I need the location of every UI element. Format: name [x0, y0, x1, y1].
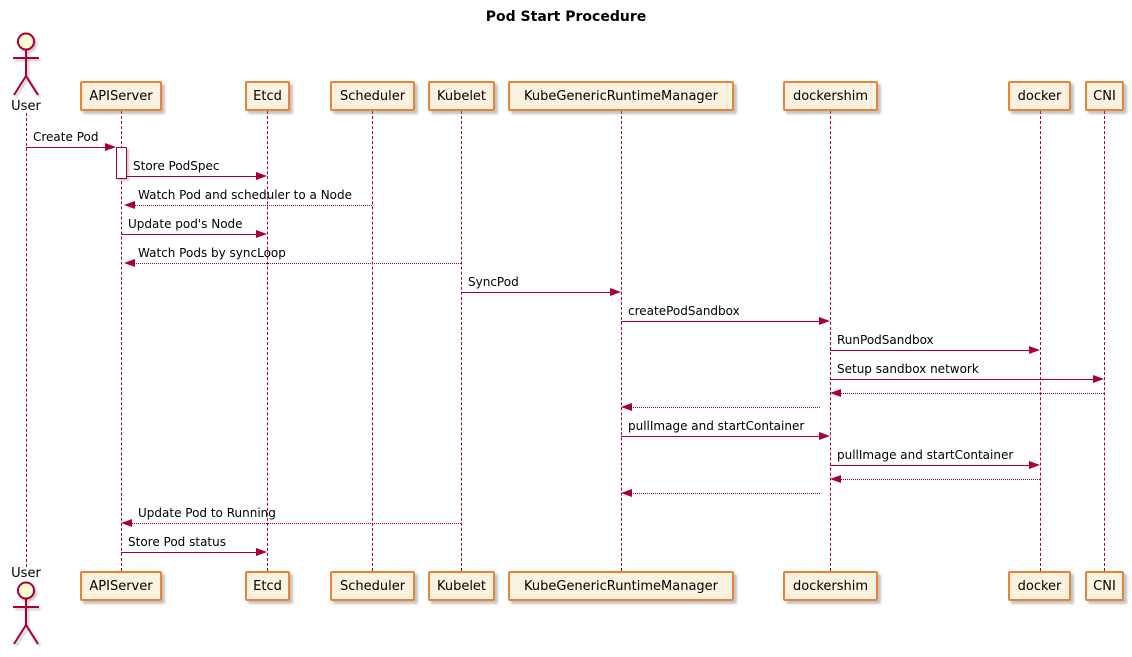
user-actor-label-top: User [11, 99, 41, 114]
participant-box-cni-top: CNI [1085, 81, 1124, 111]
message-store-podspec-line [127, 176, 257, 177]
participant-box-kubegenericruntimemanager-top: KubeGenericRuntimeManager [508, 81, 734, 111]
participant-box-scheduler-top: Scheduler [330, 81, 415, 111]
lifeline-dockershim [830, 111, 831, 571]
user-actor-icon-bottom [13, 581, 39, 645]
message-setup-sandbox-network-label: Setup sandbox network [837, 362, 979, 376]
message-return-dockershim-2-line [631, 493, 820, 494]
user-actor-icon-top [13, 32, 39, 96]
message-return-cni-line [840, 393, 1104, 394]
message-watch-pods-syncloop-label: Watch Pods by syncLoop [138, 246, 286, 260]
message-create-pod-label: Create Pod [33, 130, 99, 144]
message-return-dockershim-1-line [631, 407, 820, 408]
message-create-pod-line [26, 147, 106, 148]
message-update-pods-node-line [121, 234, 257, 235]
message-update-pod-running-label: Update Pod to Running [138, 506, 276, 520]
message-pullimage-startcontainer-2-label: pullImage and startContainer [837, 448, 1014, 462]
participant-box-scheduler-bottom: Scheduler [330, 571, 415, 601]
message-store-pod-status-label: Store Pod status [128, 535, 226, 549]
participant-box-apiserver-top: APIServer [80, 81, 162, 111]
message-return-cni-arrowhead [830, 389, 841, 397]
lifeline-user [26, 113, 27, 567]
lifeline-apiserver [121, 111, 122, 571]
message-createpodsandbox-line [621, 321, 820, 322]
message-runpodsandbox-arrowhead [1029, 346, 1040, 354]
lifeline-kubegenericruntimemanager [621, 111, 622, 571]
participant-box-cni-bottom: CNI [1085, 571, 1124, 601]
message-watch-pod-scheduler-line [134, 205, 372, 206]
participant-box-kubelet-top: Kubelet [428, 81, 495, 111]
message-watch-pods-syncloop-line [134, 263, 461, 264]
message-update-pod-running-arrowhead [121, 519, 132, 527]
participant-box-docker-top: docker [1008, 81, 1071, 111]
message-setup-sandbox-network-arrowhead [1093, 375, 1104, 383]
participant-box-dockershim-top: dockershim [783, 81, 878, 111]
participant-box-etcd-bottom: Etcd [245, 571, 290, 601]
message-runpodsandbox-line [830, 350, 1030, 351]
participant-box-kubegenericruntimemanager-bottom: KubeGenericRuntimeManager [508, 571, 734, 601]
participant-box-apiserver-bottom: APIServer [80, 571, 162, 601]
message-syncpod-arrowhead [610, 288, 621, 296]
message-return-docker-arrowhead [830, 475, 841, 483]
lifeline-cni [1104, 111, 1105, 571]
message-store-podspec-arrowhead [256, 172, 267, 180]
message-runpodsandbox-label: RunPodSandbox [837, 333, 934, 347]
message-createpodsandbox-label: createPodSandbox [628, 304, 740, 318]
message-return-dockershim-1-arrowhead [621, 403, 632, 411]
message-create-pod-arrowhead [105, 143, 116, 151]
message-watch-pods-syncloop-arrowhead [124, 259, 135, 267]
message-pullimage-startcontainer-1-arrowhead [819, 432, 830, 440]
lifeline-scheduler [372, 111, 373, 571]
participant-box-etcd-top: Etcd [245, 81, 290, 111]
message-watch-pod-scheduler-label: Watch Pod and scheduler to a Node [138, 188, 353, 202]
message-watch-pod-scheduler-arrowhead [124, 201, 135, 209]
message-createpodsandbox-arrowhead [819, 317, 830, 325]
message-return-dockershim-2-arrowhead [621, 489, 632, 497]
message-update-pod-running-line [131, 523, 461, 524]
message-return-docker-line [840, 479, 1040, 480]
diagram-title: Pod Start Procedure [485, 9, 647, 25]
message-pullimage-startcontainer-2-line [830, 465, 1030, 466]
user-actor-label-bottom: User [11, 566, 41, 581]
message-pullimage-startcontainer-2-arrowhead [1029, 461, 1040, 469]
message-update-pods-node-arrowhead [256, 230, 267, 238]
participant-box-dockershim-bottom: dockershim [783, 571, 878, 601]
message-syncpod-label: SyncPod [468, 275, 519, 289]
lifeline-kubelet [461, 111, 462, 571]
message-syncpod-line [461, 292, 611, 293]
lifeline-docker [1040, 111, 1041, 571]
message-store-pod-status-line [121, 552, 257, 553]
message-store-pod-status-arrowhead [256, 548, 267, 556]
message-setup-sandbox-network-line [830, 379, 1094, 380]
message-pullimage-startcontainer-1-line [621, 436, 820, 437]
activation-bar-apiserver [116, 147, 127, 179]
message-store-podspec-label: Store PodSpec [133, 159, 220, 173]
lifeline-etcd [267, 111, 268, 571]
participant-box-docker-bottom: docker [1008, 571, 1071, 601]
participant-box-kubelet-bottom: Kubelet [428, 571, 495, 601]
message-update-pods-node-label: Update pod's Node [128, 217, 243, 231]
message-pullimage-startcontainer-1-label: pullImage and startContainer [628, 419, 805, 433]
